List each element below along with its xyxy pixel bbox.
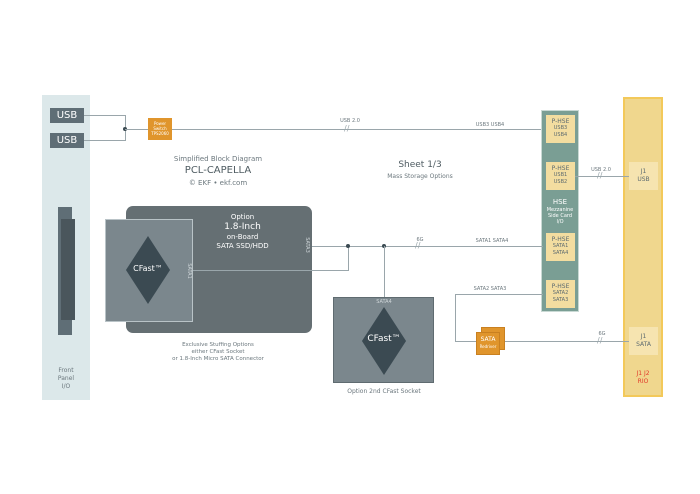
label-line: I/O xyxy=(61,383,71,390)
sata-main-line xyxy=(312,246,543,247)
sata1-riser xyxy=(348,246,349,271)
bus-label-usb-j1: USB 2.0 xyxy=(591,167,611,173)
usb-j1-line xyxy=(575,176,629,177)
sata4-line xyxy=(384,246,385,297)
sata3-label: SATA3 xyxy=(303,237,310,253)
bus-label-redriver-6g: 6G xyxy=(598,331,606,337)
cfast-label: CFast™ xyxy=(133,264,163,273)
diagram-title: PCL-CAPELLA xyxy=(184,165,252,176)
label-line: Switch xyxy=(153,126,167,131)
hse-card xyxy=(541,110,579,312)
copyright: © EKF • ekf.com xyxy=(188,179,248,187)
bus-slash: // xyxy=(344,124,350,133)
front-usb-port-2: USB xyxy=(50,133,84,148)
sata4-label: SATA4 xyxy=(376,299,392,305)
sata1-label: SATA1 xyxy=(185,263,192,279)
bus-label-6g: 6G xyxy=(416,237,424,243)
label-line: TPS2060 xyxy=(151,131,169,136)
bus-label-sata14: SATA1 SATA4 xyxy=(475,238,509,244)
front-usb-port-1: USB xyxy=(50,108,84,123)
junction xyxy=(346,244,350,248)
bus-slash: // xyxy=(415,241,421,250)
front-connector-inner xyxy=(61,219,75,320)
cfast2-label: CFast™ xyxy=(367,334,401,344)
bus-label-sata23: SATA2 SATA3 xyxy=(473,286,507,292)
label-line: Front xyxy=(58,367,74,374)
bus-slash: // xyxy=(597,171,603,180)
label-line: Panel xyxy=(57,375,75,382)
sata23-drop xyxy=(455,294,456,341)
label-line: Power xyxy=(153,121,167,126)
bus-label-usb34: USB3 USB4 xyxy=(475,122,505,128)
sheet-subtitle: Mass Storage Options xyxy=(387,173,453,180)
sata1-line xyxy=(193,270,349,271)
usb-main-line xyxy=(125,129,543,130)
usb-line-2 xyxy=(84,140,125,141)
power-switch: Power Switch TPS2060 xyxy=(148,118,172,140)
bus-slash: // xyxy=(597,336,603,345)
sata23-line xyxy=(455,294,543,295)
cfast2-caption: Option 2nd CFast Socket xyxy=(347,388,421,395)
usb-line-1 xyxy=(84,115,125,116)
sata23-to-redriver xyxy=(455,341,476,342)
diagram-subtitle: Simplified Block Diagram xyxy=(173,155,263,163)
front-panel-label: Front Panel I/O xyxy=(42,367,90,391)
redriver-to-j1 xyxy=(505,341,629,342)
sheet-title: Sheet 1/3 xyxy=(398,160,442,170)
bus-label-usb: USB 2.0 xyxy=(340,118,360,124)
